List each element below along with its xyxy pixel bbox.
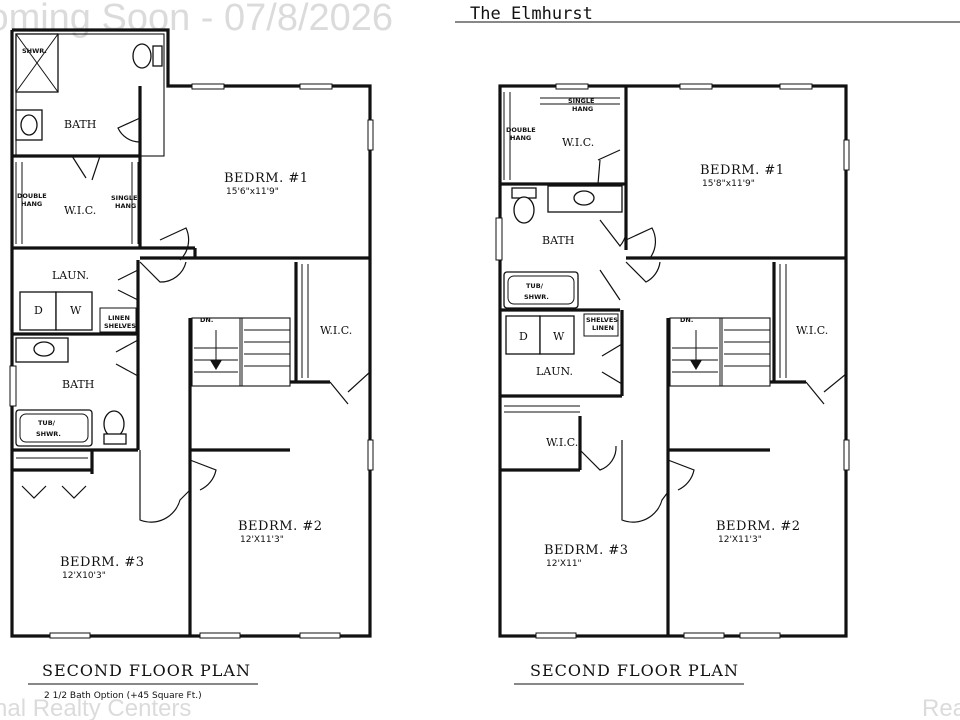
right-single-hang-label-2: HANG (572, 105, 593, 113)
watermark-coming-soon: Coming Soon - 07/8/2026 (0, 0, 393, 39)
right-bedroom3-dims: 12'X11" (546, 559, 582, 569)
left-plan-subtitle: 2 1/2 Bath Option (+45 Square Ft.) (44, 691, 202, 701)
left-bedroom1-dims: 15'6"x11'9" (226, 187, 279, 197)
right-tub-label-2: SHWR. (524, 293, 549, 301)
right-single-hang-label: SINGLE (568, 97, 594, 105)
left-outer-wall (10, 28, 372, 638)
right-floor-plan: SINGLE HANG DOUBLE HANG W.I.C. BEDRM. #1… (495, 83, 850, 685)
left-bath-mid-label: BATH (62, 378, 94, 391)
left-dryer-label: D (34, 304, 43, 317)
right-bedroom2-label: BEDRM. #2 (716, 519, 801, 534)
right-plan-title: SECOND FLOOR PLAN (530, 661, 739, 680)
right-wic-top-label: W.I.C. (562, 136, 594, 149)
right-wic-left-label: W.I.C. (546, 436, 578, 449)
left-wic-right-label: W.I.C. (320, 324, 352, 337)
tub (15, 409, 93, 447)
stair-down-arrow-icon (210, 360, 222, 370)
left-bedroom2-label: BEDRM. #2 (238, 519, 323, 534)
right-linen-label: SHELVES (586, 316, 618, 324)
plan-name: The Elmhurst (470, 4, 593, 24)
right-laundry-label: LAUN. (536, 365, 573, 378)
right-bath-label: BATH (542, 234, 574, 247)
left-single-hang-label-2: HANG (115, 202, 136, 210)
left-linen-label: LINEN (108, 314, 130, 322)
left-double-hang-label: DOUBLE (17, 192, 47, 200)
right-tub-label: TUB/ (526, 282, 544, 290)
watermark-realty-right: Rea (922, 695, 960, 720)
right-linen-label-2: LINEN (592, 324, 614, 332)
left-tub-label: TUB/ (38, 419, 56, 427)
left-laundry-label: LAUN. (52, 269, 89, 282)
left-plan-title: SECOND FLOOR PLAN (42, 661, 251, 680)
right-double-hang-label: DOUBLE (506, 126, 536, 134)
right-toilet-icon (513, 196, 535, 224)
right-dryer-label: D (519, 330, 528, 343)
right-double-hang-label-2: HANG (510, 134, 531, 142)
right-stair-down-label: DN. (680, 316, 693, 324)
sink-icon-2 (33, 341, 55, 357)
toilet-icon (132, 43, 152, 69)
left-washer-label: W (70, 304, 82, 317)
left-linen-label-2: SHELVES (104, 322, 136, 330)
stairwell (191, 317, 291, 387)
watermark-realty-left: nal Realty Centers (0, 695, 191, 720)
left-stair-down-label: DN. (200, 316, 213, 324)
left-shower-label: SHWR. (22, 47, 47, 55)
right-bedroom1-label: BEDRM. #1 (700, 163, 785, 178)
dryer (19, 291, 57, 331)
left-single-hang-label: SINGLE (111, 194, 137, 202)
left-bedroom1-label: BEDRM. #1 (224, 171, 309, 186)
left-tub-label-2: SHWR. (36, 430, 61, 438)
right-tub (503, 271, 579, 309)
left-bedroom3-label: BEDRM. #3 (60, 555, 145, 570)
left-wic-top-label: W.I.C. (64, 204, 96, 217)
right-bedroom2-dims: 12'X11'3" (718, 535, 762, 545)
left-bedroom2-dims: 12'X11'3" (240, 535, 284, 545)
right-washer (539, 315, 575, 355)
left-bath-top-label: BATH (64, 118, 96, 131)
right-bedroom1-dims: 15'8"x11'9" (702, 179, 755, 189)
left-floor-plan: SHWR. BATH DOUBLE HANG W.I.C. SINGLE HAN… (9, 28, 374, 701)
right-bedroom3-label: BEDRM. #3 (544, 543, 629, 558)
washer (55, 291, 93, 331)
right-sink-icon (573, 190, 595, 206)
right-stair-down-arrow-icon (690, 360, 702, 370)
right-outer-wall (498, 84, 848, 638)
right-washer-label: W (553, 330, 565, 343)
left-double-hang-label-2: HANG (21, 200, 42, 208)
left-bedroom3-dims: 12'X10'3" (62, 571, 106, 581)
right-wic-right-label: W.I.C. (796, 324, 828, 337)
sink-icon (20, 114, 38, 136)
